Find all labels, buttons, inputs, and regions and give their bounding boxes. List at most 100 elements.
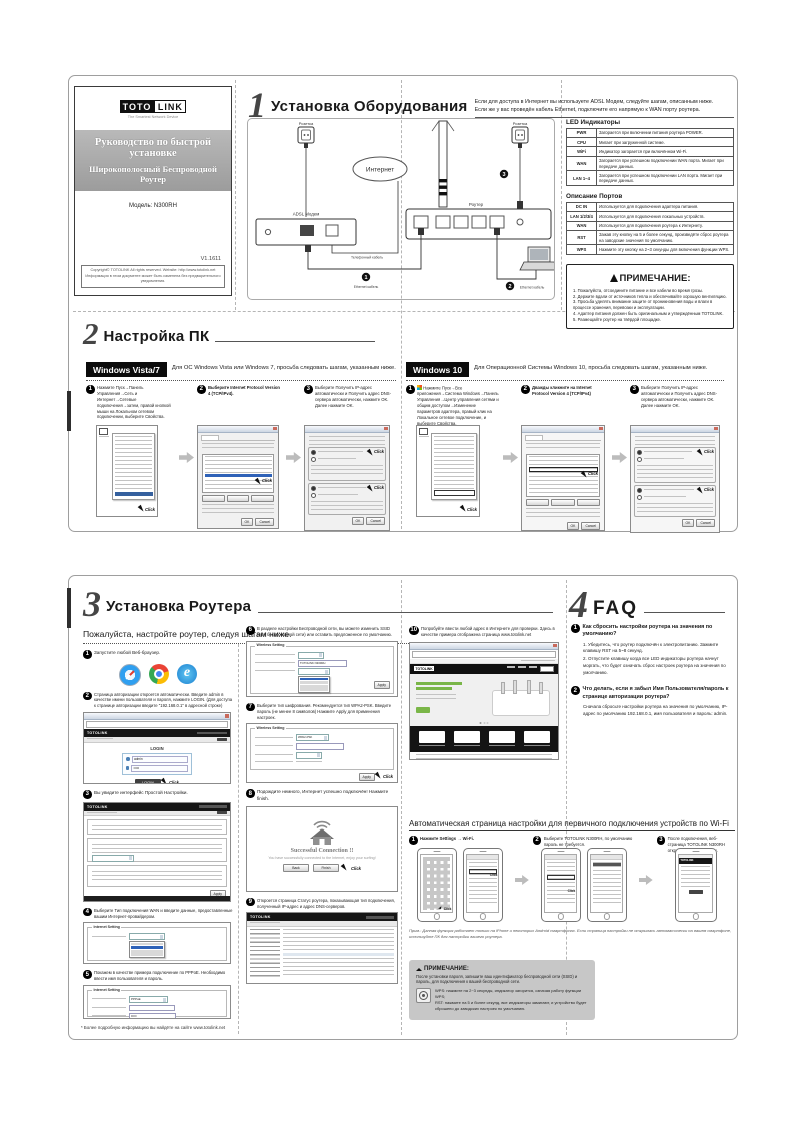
dropdown-option [300, 681, 328, 684]
windows-10-panel: Windows 10 Для Операционной Системы Wind… [406, 362, 724, 533]
click-hint: Click [366, 484, 384, 495]
win10-badge: Windows 10 [406, 362, 470, 377]
key-row3 [255, 760, 389, 764]
network-icon [99, 428, 109, 438]
step-text: Подождите немного, Интернет успешно подк… [257, 789, 389, 802]
step-number: 8 [246, 789, 255, 798]
dialog-titlebar [522, 426, 604, 433]
svg-text:1: 1 [364, 275, 367, 281]
screenshot-wireless-ssid: Wireless Setting TOTOLINK N300RH Apply [246, 640, 398, 697]
phone-router-page: TOTOLINK [674, 848, 717, 922]
click-hint: Click [459, 504, 477, 515]
section1-title: Установка Оборудования [271, 98, 468, 115]
radio-icon [311, 486, 316, 491]
win10-steps-row: 1 Нажмите Пуск→Все приложения→Система Wi… [406, 385, 724, 533]
step-number: 4 [83, 907, 92, 917]
question-text: Что делать, если я забыл Имя Пользовател… [582, 686, 729, 700]
radio-icon [637, 488, 642, 493]
note-title-row: ПРИМЕЧАНИЕ: [416, 965, 588, 972]
success-buttons: Back Finish Click [247, 863, 397, 873]
password-row: ••••• [92, 1012, 222, 1019]
screenshot-totolink-website: TOTOLINK [409, 641, 559, 760]
dropdown-option [300, 684, 328, 688]
admin-header: TOTOLINK [84, 802, 230, 811]
cover-version: V1.1611 [200, 256, 221, 262]
house-wifi-icon [310, 820, 334, 845]
faq-answer-1b: 2. Отпустите клавишу когда все LED индик… [583, 656, 726, 675]
step-text: Выберите Тип подключения WAN и введите д… [94, 907, 233, 919]
screenshot-success: Successful Connection !! You have succes… [246, 805, 398, 892]
windows-logo-icon [417, 385, 422, 390]
phone-home-screen: Click [416, 848, 457, 922]
step-number: 1 [86, 385, 95, 394]
brand-logo: TOTOLINK [87, 731, 108, 736]
step-number: 1 [409, 836, 418, 845]
step-text: Страница авторизации откроется автоматич… [94, 691, 233, 709]
wan-type-value: PPPoE [129, 996, 168, 1004]
step-number: 2 [532, 836, 542, 845]
dialog-buttons [526, 498, 600, 506]
ok-button: OK [566, 522, 580, 530]
step-number: 7 [246, 702, 255, 712]
note-wps-text: WPS: нажмите на 2~3 секунды, индикатор з… [435, 988, 587, 1011]
section2-number: 2 [83, 316, 99, 351]
phones-row: Click [533, 848, 635, 922]
wan-type-dropdown [129, 940, 165, 959]
username-field: admin [131, 755, 188, 763]
caution-item: 4. Адаптер питания должен быть оригиналь… [573, 311, 724, 317]
chrome-icon [149, 663, 169, 684]
logo-tagline: The Smartest Network Device [127, 114, 179, 119]
ok-button: OK [681, 519, 695, 527]
username-input [129, 1004, 175, 1012]
site-topbar [410, 658, 558, 664]
site-hero [410, 673, 558, 726]
cancel-button: Cancel [366, 517, 385, 525]
cover-page: TOTO LINK The Smartest Network Device Ру… [74, 86, 232, 296]
win10-badge-row: Windows 10 Для Операционной Системы Wind… [406, 362, 724, 377]
logo-left: TOTO [119, 100, 155, 113]
copyright-line1: Copyright© TOTOLINK All rights reserved.… [90, 267, 216, 272]
step-text: Выберите Получить IP-адрес автоматически… [641, 385, 717, 408]
question-number: 2 [571, 686, 580, 695]
channel-row [255, 668, 389, 676]
router-product-image [492, 679, 550, 716]
text-lines [202, 504, 274, 516]
step-text: Выберите Internet Protocol Version 4 (TC… [208, 385, 280, 396]
step-number: 3 [304, 385, 313, 394]
user-icon [126, 757, 130, 761]
dns-radio-group: Click [634, 485, 716, 517]
browser-titlebar [410, 642, 558, 650]
browser-titlebar [84, 713, 230, 721]
caution-item: 2. Держите вдали от источников тепла и о… [573, 293, 727, 299]
page-button [688, 889, 703, 894]
step-text: Откроется страница Статус роутера, показ… [257, 897, 395, 909]
step-text: Нажмите Пуск→Все приложения→Система Wind… [417, 385, 499, 426]
click-hint: Click [254, 477, 272, 487]
title-rule [215, 341, 376, 342]
screenshot-easy-setup: TOTOLINK Apply [83, 801, 231, 902]
text-lines [197, 731, 227, 735]
step1-marker [361, 272, 371, 282]
dns-radio-group: Click [308, 483, 386, 515]
step2-marker [505, 281, 515, 291]
protocol-list: Click [202, 453, 274, 493]
screenshot-context-menu: Click [416, 425, 480, 517]
title-rule [258, 612, 553, 613]
step-text: Выберите тип шифрования. Рекомендуется т… [257, 702, 392, 720]
wifi-menu-item [468, 868, 497, 874]
